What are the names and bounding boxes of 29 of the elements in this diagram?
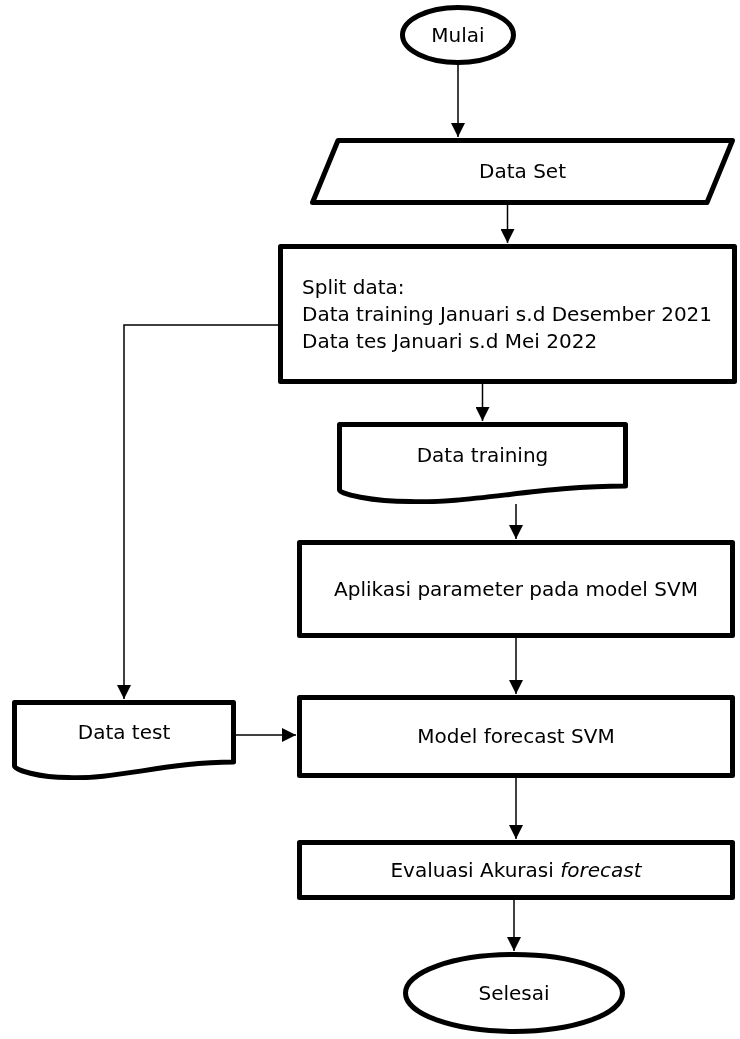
terminal-ellipse [403, 952, 625, 1034]
arrow [509, 637, 523, 695]
arrow [235, 728, 297, 742]
terminal-ellipse [400, 5, 516, 65]
node-text: Split data: [302, 273, 406, 301]
data-parallelogram [310, 138, 735, 205]
node-text: Data training Januari s.d Desember 2021 [302, 300, 714, 328]
process-box [278, 244, 737, 384]
process-box [297, 695, 735, 778]
arrow [509, 777, 523, 840]
process-box [297, 540, 735, 638]
arrow [451, 64, 465, 138]
arrow [509, 503, 523, 540]
node-text: Data tes Januari s.d Mei 2022 [302, 327, 599, 355]
node-text: Data Set [479, 158, 566, 185]
arrow [117, 324, 279, 700]
process-box [297, 840, 735, 900]
node-text: Selesai [478, 979, 550, 1007]
arrow [507, 899, 521, 952]
node-text: Data training [416, 441, 549, 469]
document-shape [337, 422, 628, 504]
node-text: Aplikasi parameter pada model SVM [334, 575, 698, 603]
node-text: Mulai [431, 21, 485, 49]
node-text: Data test [77, 718, 171, 746]
arrow [475, 383, 490, 422]
node-text: Model forecast SVM [417, 723, 615, 750]
document-shape [12, 700, 236, 780]
arrow [500, 204, 515, 244]
node-text: Evaluasi Akurasi forecast [390, 856, 642, 884]
